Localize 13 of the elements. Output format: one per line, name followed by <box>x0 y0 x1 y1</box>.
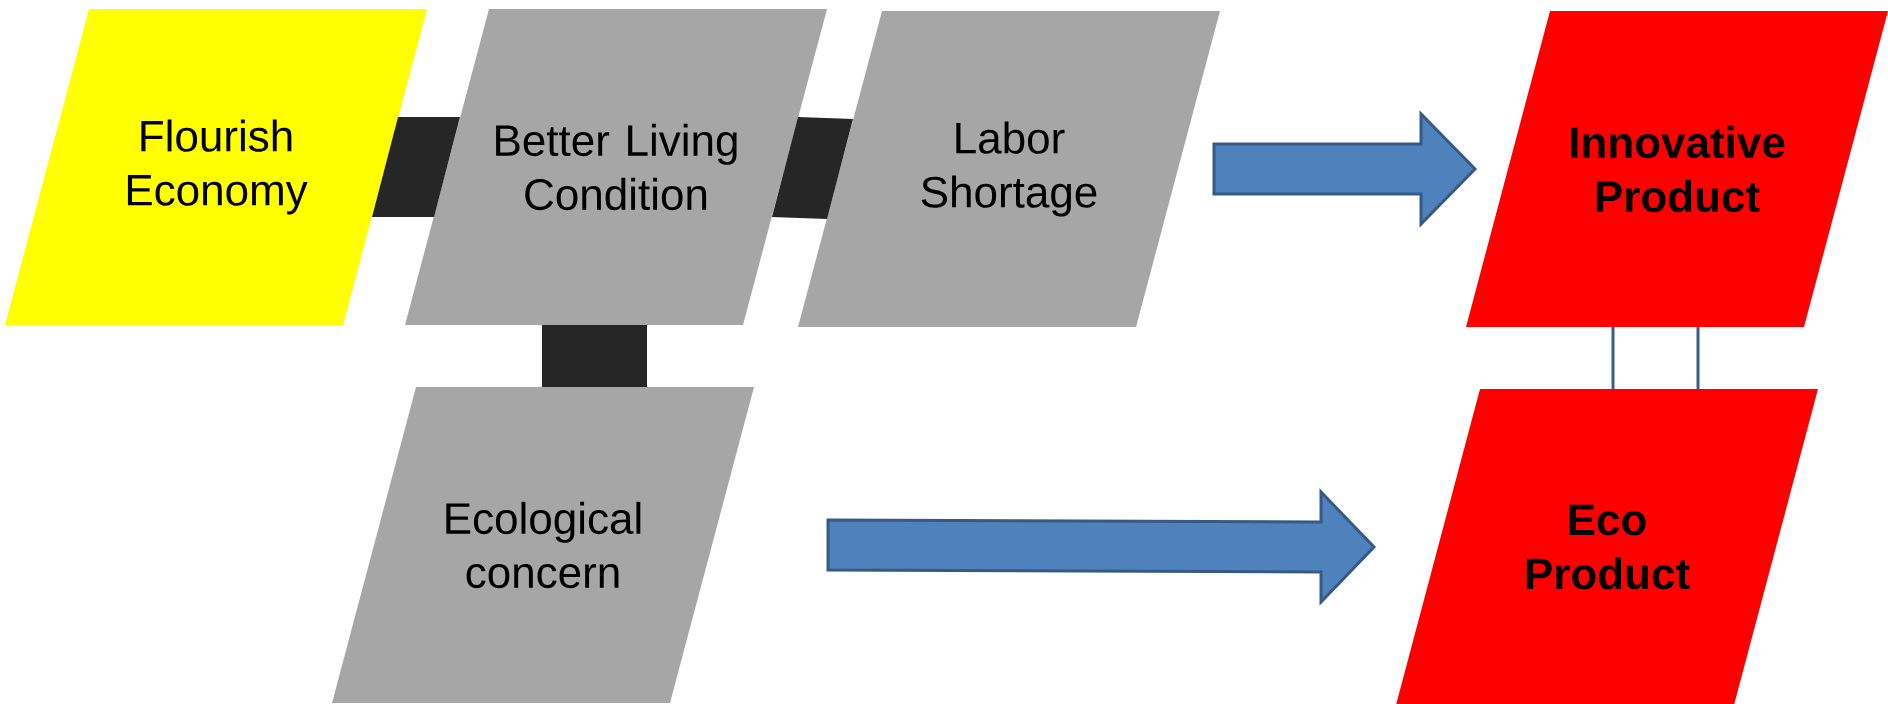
parallelogram-box: Labor Shortage <box>798 11 1220 327</box>
parallelogram-box: Eco Product <box>1396 389 1818 704</box>
block-arrow <box>1212 110 1478 228</box>
parallelogram-box: Innovative Product <box>1466 11 1888 327</box>
block-arrow <box>826 488 1377 606</box>
parallelogram-box: Flourish Economy <box>5 9 427 325</box>
parallelogram-box: Better Living Condition <box>405 9 827 325</box>
connector-bar <box>772 117 853 219</box>
parallelogram-box: Ecological concern <box>332 387 754 703</box>
connector-bar <box>372 117 460 217</box>
connector-line <box>1611 327 1615 389</box>
connector-bar <box>542 325 647 387</box>
connector-line <box>1696 327 1700 389</box>
